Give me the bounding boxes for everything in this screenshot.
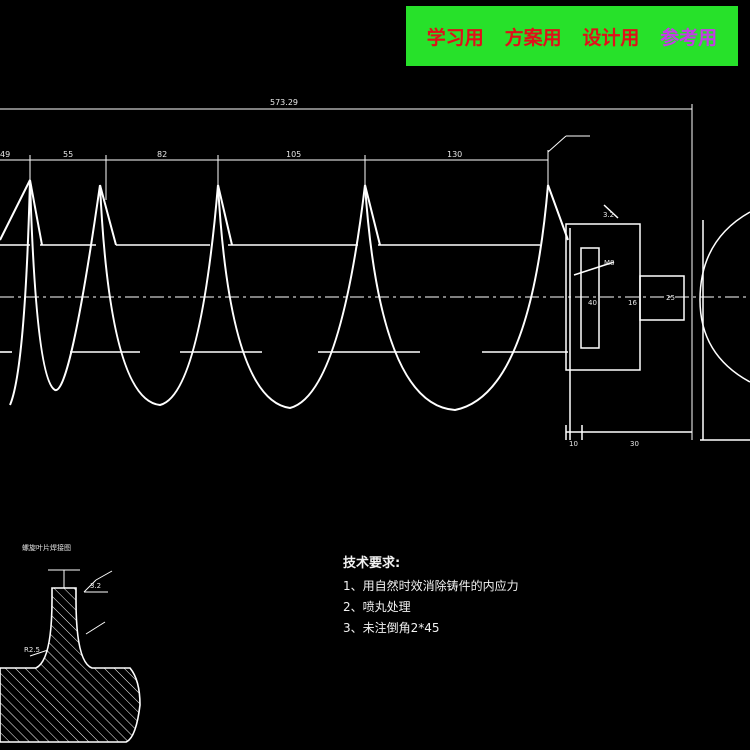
- banner-item-study: 学习用: [426, 26, 484, 49]
- weld-detail: 3.2 R2.5: [0, 569, 141, 743]
- banner-item-design: 设计用: [582, 26, 640, 49]
- hub-dim-bottom-left: 10: [569, 440, 578, 448]
- note-item-1: 1、用自然时效消除铸件的内应力: [343, 579, 519, 593]
- roughness-label: 3.2: [603, 211, 614, 219]
- note-item-2: 2、喷丸处理: [343, 600, 411, 614]
- hub-dim-vertical-a: 40: [588, 299, 597, 307]
- notes-heading: 技术要求:: [343, 556, 401, 571]
- pitch-dim-3: 82: [157, 150, 167, 159]
- end-view: [699, 211, 750, 441]
- pitch-dim-2: 55: [63, 150, 73, 159]
- technical-requirements: 技术要求: 1、用自然时效消除铸件的内应力 2、喷丸处理 3、未注倒角2*45: [343, 553, 519, 639]
- note-item-3: 3、未注倒角2*45: [343, 621, 440, 635]
- usage-banner: 学习用 方案用 设计用 参考用: [406, 6, 738, 66]
- detail-dim-a: 3.2: [90, 582, 101, 590]
- hub-dim-vertical-b: 16: [628, 299, 637, 307]
- overall-dimension: [0, 104, 693, 440]
- screw-flights: [0, 179, 569, 412]
- hub-dim-bottom-right: 30: [630, 440, 639, 448]
- banner-item-reference: 参考用: [660, 26, 718, 49]
- screw-shaft: [0, 244, 568, 353]
- detail-title: 螺旋叶片焊接图: [22, 544, 71, 552]
- m8-label: M8: [604, 259, 615, 267]
- pitch-dim-5: 130: [447, 150, 462, 159]
- banner-item-plan: 方案用: [504, 26, 562, 49]
- pitch-dimension-line: [0, 135, 590, 200]
- overall-dim-label: 573.29: [270, 98, 298, 107]
- pitch-dim-4: 105: [286, 150, 301, 159]
- pitch-dim-1: 49: [0, 150, 10, 159]
- hub: [565, 204, 692, 440]
- shaft-dim: 25: [666, 294, 675, 302]
- detail-dim-b: R2.5: [24, 646, 40, 654]
